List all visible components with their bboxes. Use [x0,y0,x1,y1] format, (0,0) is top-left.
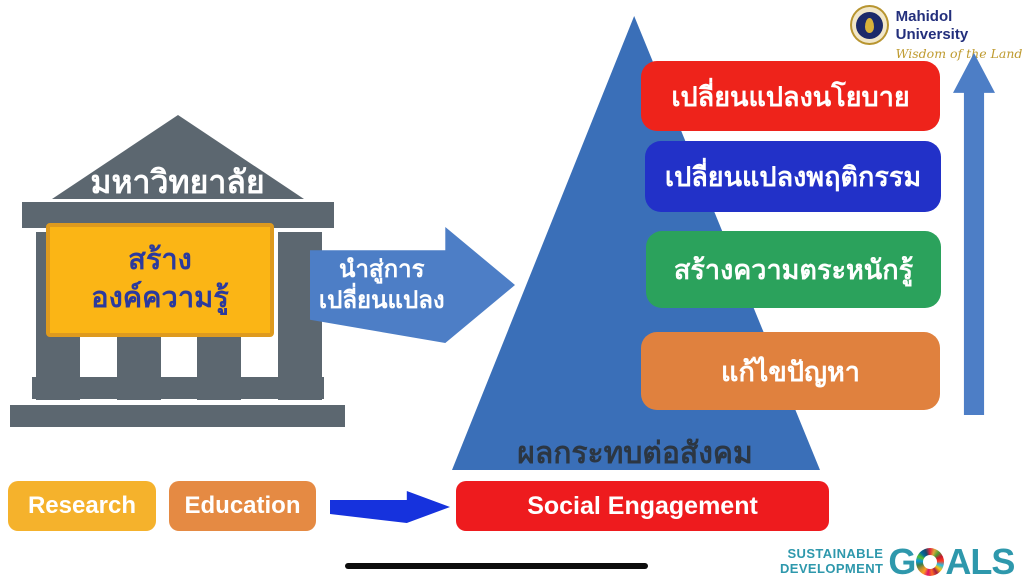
education-box: Education [169,481,316,531]
research-box: Research [8,481,156,531]
mahidol-text-block: Mahidol University Wisdom of the Land [896,5,1024,61]
knowledge-line1: สร้าง [128,244,192,277]
education-label: Education [184,492,301,519]
pyramid-level-label: แก้ไขปัญหา [721,356,860,387]
pyramid-level-label: สร้างความตระหนักรู้ [673,255,914,285]
pyramid-level-awareness: สร้างความตระหนักรู้ [646,231,941,308]
building-title: มหาวิทยาลัย [90,164,265,200]
building-step-upper [32,377,324,399]
pyramid-level-behavior-change: เปลี่ยนแปลงพฤติกรรม [645,141,941,212]
sdg-wheel-hole [923,555,938,569]
mahidol-emblem-icon [850,5,889,45]
sdg-line1: SUSTAINABLE [787,546,884,562]
university-building-icon: มหาวิทยาลัย สร้าง องค์ความรู้ [10,115,345,427]
social-engagement-box: Social Engagement [456,481,829,531]
sdg-goals-g: G [888,541,916,581]
flow-arrow-icon [330,491,450,523]
change-arrow-line2: เปลี่ยนแปลง [318,287,445,314]
pyramid-level-label: เปลี่ยนแปลงนโยบาย [671,81,910,112]
sdg-goals-wordmark: G ALS [888,541,1015,581]
knowledge-box: สร้าง องค์ความรู้ [46,223,274,337]
research-label: Research [27,492,137,519]
mahidol-emblem-inner [855,11,883,39]
change-arrow-line1: นำสู่การ [339,255,425,283]
knowledge-line2: องค์ความรู้ [91,282,229,314]
university-tagline: Wisdom of the Land [895,46,1023,61]
social-engagement-label: Social Engagement [527,491,758,520]
sdg-logo: SUSTAINABLE DEVELOPMENT G ALS [780,541,1015,581]
mahidol-logo: Mahidol University Wisdom of the Land [850,5,1024,61]
mahidol-emblem-core [864,17,874,33]
sdg-line2: DEVELOPMENT [780,561,884,576]
pyramid-level-problem-solving: แก้ไขปัญหา [641,332,940,410]
sdg-text-block: SUSTAINABLE DEVELOPMENT [780,546,884,577]
pyramid-level-label: เปลี่ยนแปลงพฤติกรรม [664,162,922,192]
sdg-goals-als: ALS [945,541,1015,581]
building-step-lower [10,405,345,427]
university-name: Mahidol University [895,8,969,43]
divider-line [345,563,648,569]
sdg-wheel-icon [916,548,945,576]
up-arrow-icon [953,53,995,415]
impact-caption: ผลกระทบต่อสังคม [517,437,753,470]
pyramid-level-policy-change: เปลี่ยนแปลงนโยบาย [641,61,940,131]
change-arrow-label: นำสู่การ เปลี่ยนแปลง [310,227,454,343]
